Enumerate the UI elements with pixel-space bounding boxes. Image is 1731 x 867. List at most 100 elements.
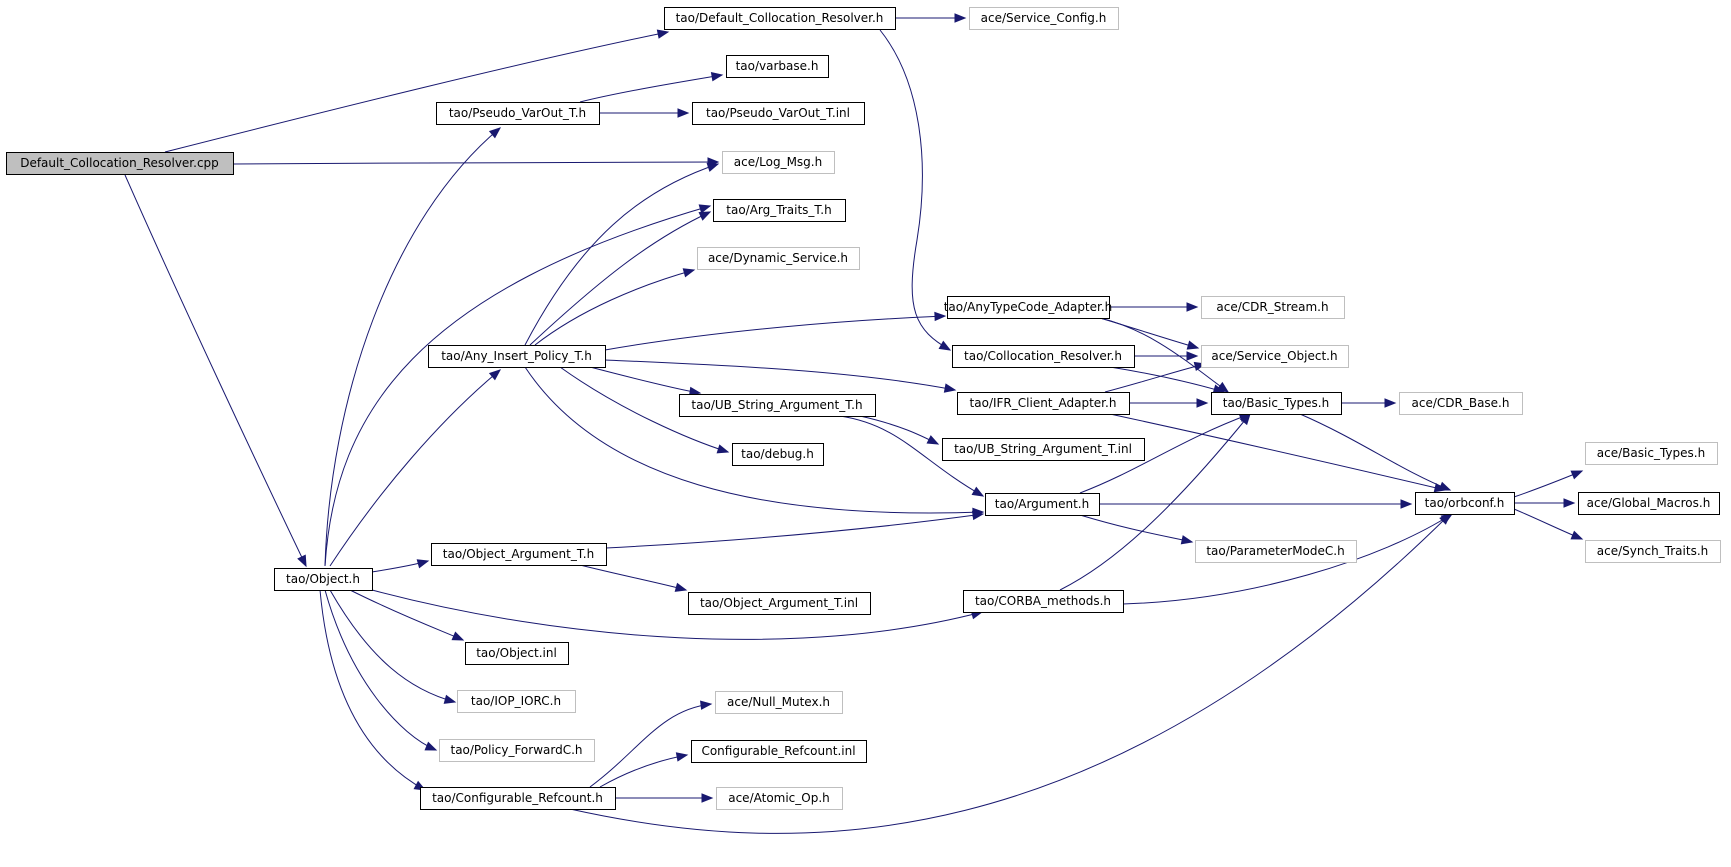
node-label: ace/Global_Macros.h (1587, 496, 1711, 510)
edge-cfgref_h-to-cfgref_inl (599, 752, 689, 788)
edge-dcr_h-to-coll_res (879, 29, 952, 351)
node-label: tao/Collocation_Resolver.h (964, 349, 1122, 363)
edge-objarg_h-to-argument (605, 510, 985, 549)
node-label: tao/Pseudo_VarOut_T.inl (706, 106, 850, 120)
node-label: tao/AnyTypeCode_Adapter.h (944, 300, 1113, 314)
node-box (664, 7, 896, 30)
graph-node: ace/Basic_Types.h (1585, 442, 1718, 465)
edge-aip-to-argtraits (529, 211, 712, 346)
graph-node[interactable]: tao/Configurable_Refcount.h (420, 787, 616, 810)
node-label: tao/Policy_ForwardC.h (450, 743, 582, 757)
edge-cfgref_h-to-nullmutex (589, 700, 713, 788)
node-box (713, 199, 846, 222)
node-label: ace/Service_Config.h (981, 11, 1107, 25)
node-box (6, 152, 234, 175)
node-box (947, 296, 1110, 319)
node-label: tao/Object.h (286, 572, 360, 586)
node-box (952, 345, 1135, 368)
node-label: tao/Default_Collocation_Resolver.h (676, 11, 884, 25)
edge-aip-to-debug (559, 366, 730, 454)
node-label: tao/Object.inl (476, 646, 557, 660)
edge-orbconf-to-globalmac (1514, 498, 1576, 508)
graph-node[interactable]: tao/Any_Insert_Policy_T.h (428, 345, 606, 368)
edge-coll_res-to-svcobj (1134, 351, 1199, 361)
graph-node[interactable]: tao/Default_Collocation_Resolver.h (664, 7, 896, 30)
node-box (732, 443, 824, 466)
edge-aip-to-ifr (604, 359, 957, 393)
node-box (715, 691, 843, 714)
graph-node[interactable]: tao/Object.h (274, 568, 373, 591)
edge-orbconf-to-ace_basic (1513, 470, 1584, 498)
graph-node[interactable]: tao/varbase.h (726, 55, 829, 78)
node-label: tao/orbconf.h (1425, 496, 1505, 510)
graph-node[interactable]: tao/orbconf.h (1415, 492, 1515, 515)
graph-node: ace/Service_Config.h (969, 7, 1119, 30)
graph-node[interactable]: tao/Object_Argument_T.h (431, 543, 607, 566)
node-box (985, 493, 1100, 516)
node-label: tao/Object_Argument_T.h (443, 547, 594, 561)
edge-ifr-to-svcobj (1104, 361, 1207, 393)
edge-ubs_h-to-ubs_inl (859, 415, 940, 445)
node-box (1578, 492, 1720, 515)
edge-object_h-to-cfgref_h (319, 589, 427, 791)
node-box (1195, 540, 1357, 563)
graph-node[interactable]: tao/Argument.h (985, 493, 1100, 516)
graph-node[interactable]: tao/Pseudo_VarOut_T.h (436, 102, 600, 125)
node-label: tao/Configurable_Refcount.h (432, 791, 603, 805)
node-label: tao/debug.h (741, 447, 814, 461)
node-label: ace/Basic_Types.h (1597, 446, 1705, 460)
node-label: tao/varbase.h (736, 59, 819, 73)
graph-node[interactable]: tao/UB_String_Argument_T.h (679, 394, 876, 417)
node-label: tao/UB_String_Argument_T.inl (954, 442, 1132, 456)
node-label: tao/Arg_Traits_T.h (726, 203, 831, 217)
graph-edges (124, 13, 1584, 834)
edge-coll_res-to-basictypes (1109, 366, 1226, 394)
edge-object_h-to-objarg_h (371, 559, 430, 573)
graph-node: tao/Policy_ForwardC.h (439, 739, 595, 762)
node-box (436, 102, 600, 125)
graph-node[interactable]: tao/Arg_Traits_T.h (713, 199, 846, 222)
graph-node[interactable]: tao/CORBA_methods.h (963, 590, 1124, 613)
graph-node[interactable]: tao/Pseudo_VarOut_T.inl (692, 102, 865, 125)
node-label: tao/IFR_Client_Adapter.h (970, 396, 1117, 410)
edge-objarg_h-to-objarg_inl (579, 564, 688, 592)
node-box (697, 247, 860, 270)
graph-node[interactable]: tao/Collocation_Resolver.h (952, 345, 1135, 368)
node-label: tao/Basic_Types.h (1223, 396, 1329, 410)
graph-node[interactable]: tao/Object.inl (465, 642, 569, 665)
node-label: tao/CORBA_methods.h (975, 594, 1111, 608)
graph-node[interactable]: tao/IFR_Client_Adapter.h (957, 392, 1130, 415)
node-box (1585, 442, 1718, 465)
graph-node: ace/Null_Mutex.h (715, 691, 843, 714)
node-label: ace/Service_Object.h (1211, 349, 1337, 363)
node-box (963, 590, 1124, 613)
node-box (420, 787, 616, 810)
node-box (1399, 392, 1523, 415)
graph-node: ace/Dynamic_Service.h (697, 247, 860, 270)
node-box (431, 543, 607, 566)
edge-corba_m-to-basictypes (1059, 412, 1251, 591)
graph-node[interactable]: tao/UB_String_Argument_T.inl (942, 438, 1145, 461)
edge-aip-to-logmsg (524, 162, 720, 346)
graph-nodes: Default_Collocation_Resolver.cpptao/Defa… (6, 7, 1721, 810)
node-box (679, 394, 876, 417)
node-box (692, 102, 865, 125)
edge-root-to-object_h (124, 174, 307, 568)
graph-node[interactable]: tao/Object_Argument_T.inl (688, 592, 871, 615)
graph-node[interactable]: ace/Global_Macros.h (1578, 492, 1720, 515)
node-label: ace/Dynamic_Service.h (708, 251, 848, 265)
node-label: ace/CDR_Base.h (1412, 396, 1510, 410)
edge-pvo_h-to-varbase (579, 72, 724, 103)
edge-ifr-to-basictypes (1129, 398, 1209, 408)
node-box (465, 642, 569, 665)
graph-node[interactable]: Configurable_Refcount.inl (691, 740, 867, 763)
graph-node[interactable]: tao/AnyTypeCode_Adapter.h (944, 296, 1113, 319)
graph-node[interactable]: tao/debug.h (732, 443, 824, 466)
graph-node: ace/Atomic_Op.h (716, 787, 843, 810)
node-label: ace/Synch_Traits.h (1597, 544, 1708, 558)
graph-node[interactable]: tao/Basic_Types.h (1211, 392, 1342, 415)
node-box (1201, 296, 1345, 319)
edge-orbconf-to-synch (1513, 508, 1584, 540)
node-box (274, 568, 373, 591)
